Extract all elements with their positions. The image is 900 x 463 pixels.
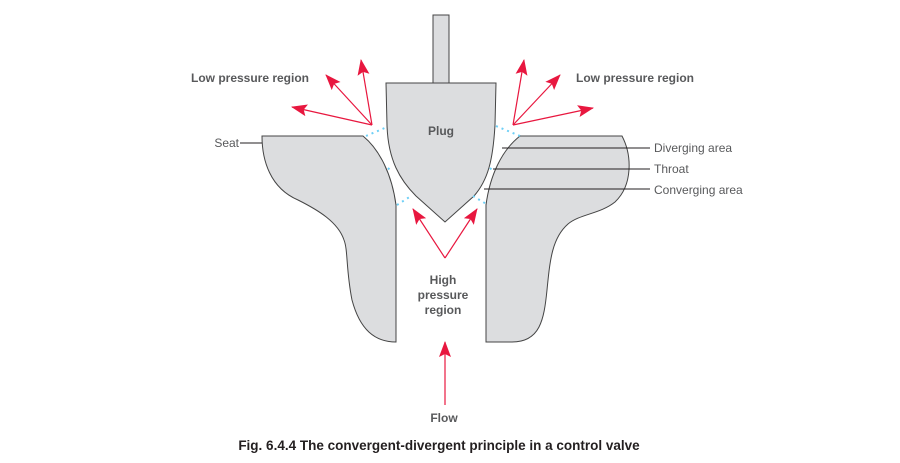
valve-stem <box>432 14 450 84</box>
high-pressure-label-3: region <box>425 303 462 317</box>
pressure-arrows <box>291 59 594 405</box>
low-pressure-label-right: Low pressure region <box>576 71 694 85</box>
seat-label: Seat <box>214 136 239 150</box>
flow-dotted-lines <box>365 125 521 206</box>
plug-label: Plug <box>428 124 454 138</box>
flow-label: Flow <box>430 411 458 425</box>
high-pressure-label-2: pressure <box>418 288 469 302</box>
seat-right <box>485 135 630 343</box>
diverging-area-label: Diverging area <box>654 141 732 155</box>
high-pressure-label-1: High <box>430 273 457 287</box>
leader-lines <box>240 142 650 190</box>
throat-label: Throat <box>654 162 689 176</box>
converging-area-label: Converging area <box>654 183 743 197</box>
figure-caption: Fig. 6.4.4 The convergent-divergent prin… <box>238 438 640 453</box>
low-pressure-label-left: Low pressure region <box>191 71 309 85</box>
valve-plug <box>385 82 497 223</box>
seat-left <box>261 135 397 343</box>
